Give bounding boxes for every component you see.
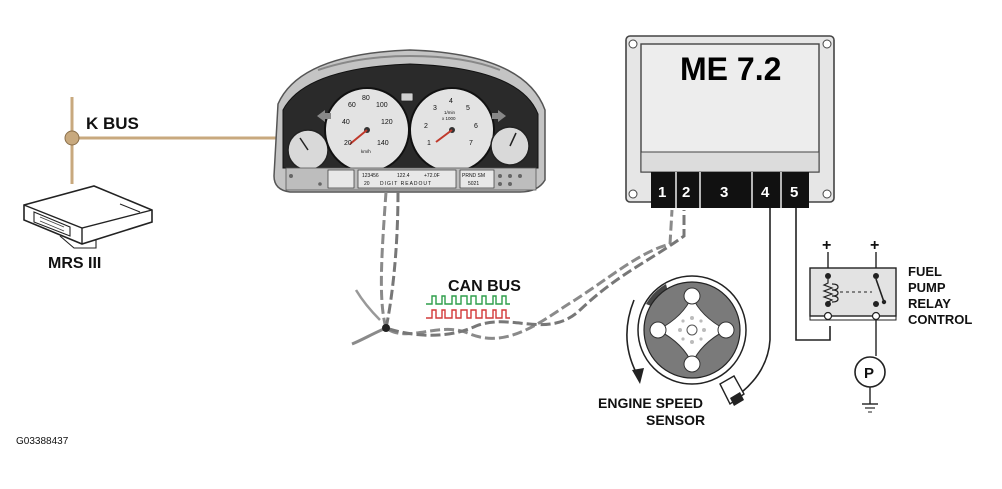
ecu-label: ME 7.2 — [680, 51, 781, 87]
speed-tick-100: 100 — [376, 102, 388, 109]
relay-plus-left: + — [822, 237, 831, 254]
fuel-pump-symbol: P — [864, 365, 874, 382]
fuel-pump-label-4: CONTROL — [908, 312, 972, 327]
tach-unit-2: x 1000 — [442, 116, 456, 121]
mrs-label: MRS III — [48, 255, 101, 272]
ecu-pin-5: 5 — [790, 184, 798, 201]
speed-tick-20: 20 — [344, 140, 352, 147]
fuel-pump-label-2: PUMP — [908, 280, 946, 295]
speed-sensor-body — [719, 375, 745, 406]
figure-id: G03388437 — [16, 436, 69, 447]
ecu-pin-1: 1 — [658, 184, 666, 201]
digit-readout: DIGIT READOUT — [380, 181, 432, 187]
fuel-pump-label-1: FUEL — [908, 264, 942, 279]
ecu-pin-2: 2 — [682, 184, 690, 201]
fuel-pump-motor — [854, 356, 886, 388]
fuel-pump-relay-wiring — [795, 208, 878, 413]
odometer-readout: 123456 — [362, 173, 379, 179]
can-signal-waveform — [426, 295, 510, 319]
engine-speed-label-1: ENGINE SPEED — [598, 395, 703, 411]
ecu-pin-3: 3 — [720, 184, 728, 201]
tach-unit-1: 1/min — [444, 110, 456, 115]
tach-tick-6: 6 — [474, 123, 478, 130]
fuel-pump-relay — [809, 267, 897, 321]
crank-trigger-wheel — [637, 275, 747, 385]
ecu-module — [625, 35, 835, 203]
can-bus-label: CAN BUS — [448, 278, 521, 295]
speed-tick-40: 40 — [342, 119, 350, 126]
rotation-arrow — [626, 299, 644, 384]
instrument-cluster: 20 40 60 80 100 120 140 km/h 1 2 3 4 5 6… — [273, 49, 546, 193]
relay-plus-right: + — [870, 237, 879, 254]
engine-speed-label-2: SENSOR — [646, 412, 705, 428]
readout-prefix: 20 — [364, 181, 370, 187]
fuel-pump-label-3: RELAY — [908, 296, 951, 311]
tach-tick-3: 3 — [433, 105, 437, 112]
mrs-module — [23, 185, 153, 249]
tach-tick-1: 1 — [427, 140, 431, 147]
speed-unit: km/h — [361, 149, 371, 154]
ecu-pin-4: 4 — [761, 184, 770, 201]
tach-tick-7: 7 — [469, 140, 473, 147]
k-bus-wiring — [64, 97, 278, 184]
temp-readout: +72.0F — [424, 173, 440, 179]
tach-tick-4: 4 — [449, 98, 453, 105]
tach-tick-5: 5 — [466, 105, 470, 112]
engine-speed-wire — [741, 208, 771, 393]
speed-tick-60: 60 — [348, 102, 356, 109]
gear-indicator: PRND SM — [462, 173, 485, 179]
ecu-connector — [651, 172, 809, 208]
can-bus-wiring — [351, 191, 686, 346]
speed-tick-80: 80 — [362, 95, 370, 102]
tach-tick-2: 2 — [424, 123, 428, 130]
speed-tick-140: 140 — [377, 140, 389, 147]
k-bus-label: K BUS — [86, 114, 139, 133]
speed-tick-120: 120 — [381, 119, 393, 126]
trip-readout: 122.4 — [397, 173, 410, 179]
time-readout: 5021 — [468, 181, 479, 187]
